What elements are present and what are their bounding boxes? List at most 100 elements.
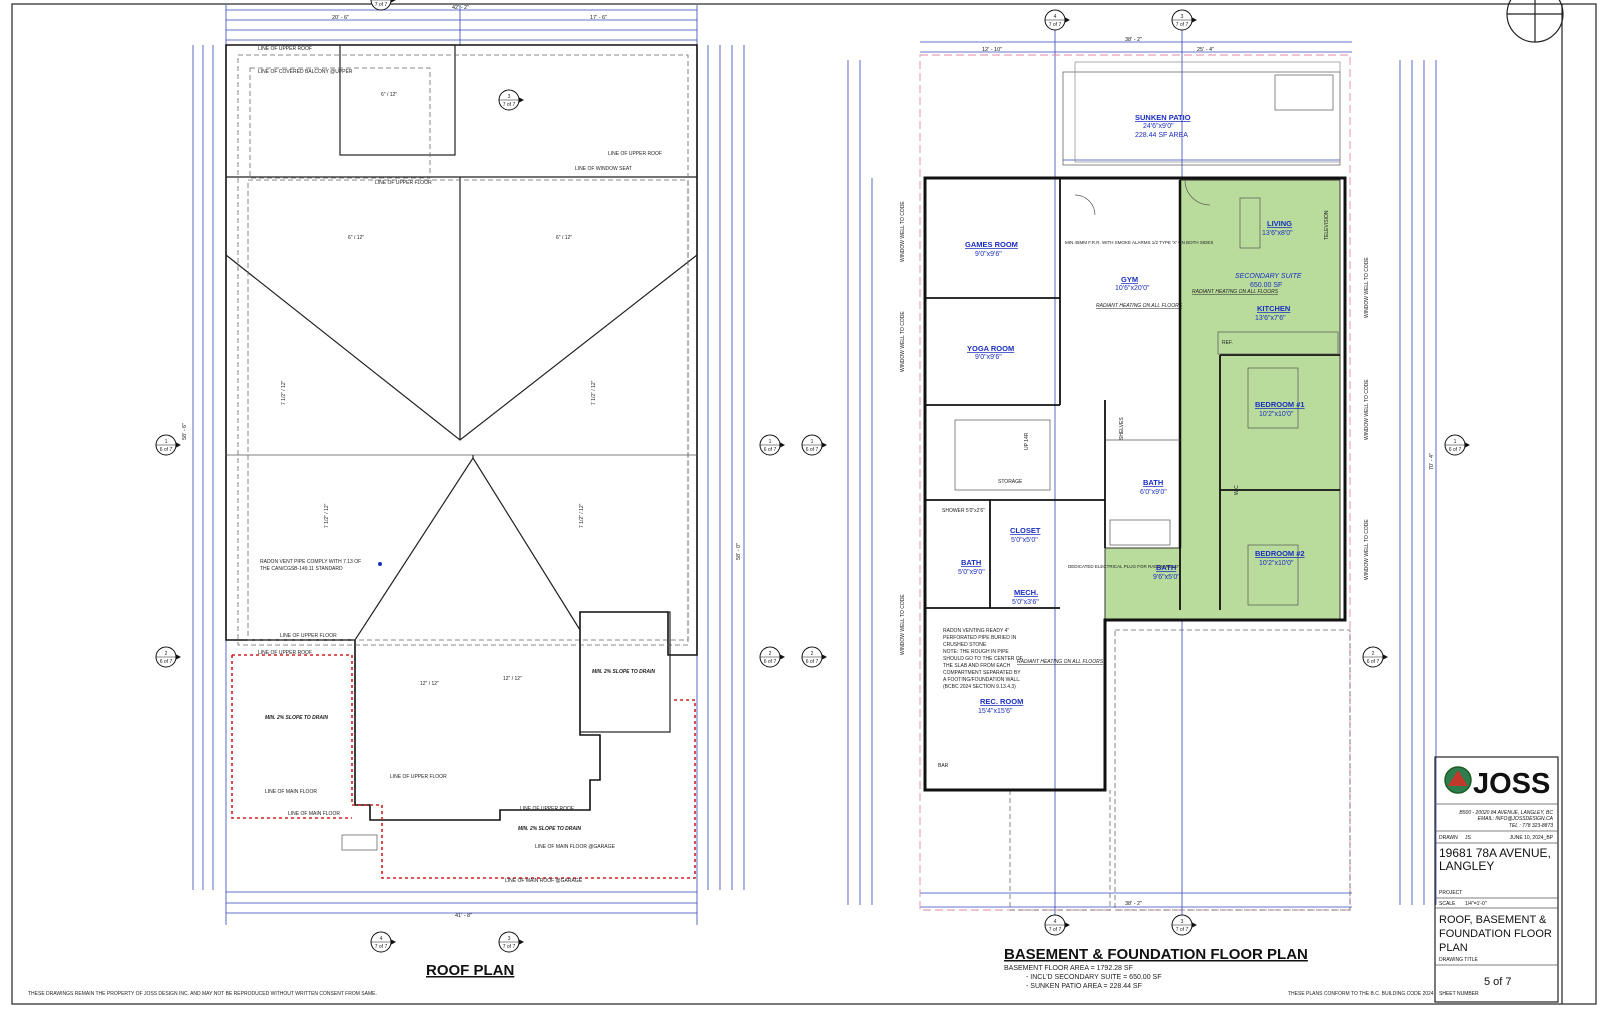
room-size: 24'6"x9'0" [1143, 123, 1174, 130]
smoke-alarm-note: MIN 45MM F.R.R. WITH SMOKE ALARMS 1/2 TY… [1065, 240, 1213, 245]
room-name: YOGA ROOM [967, 344, 1014, 353]
dim-overall-bottom: 38' - 2" [1125, 901, 1142, 907]
room-name: MECH. [1014, 588, 1038, 597]
section-marker: 16 of 7 [155, 434, 181, 456]
section-marker: 3 7 of 7 [498, 931, 524, 953]
joss-logo-icon [1444, 766, 1472, 794]
dim-height-left: 58' - 6" [182, 423, 188, 440]
suite-area: 650.00 SF [1250, 282, 1282, 289]
area-line: - SUNKEN PATIO AREA = 228.44 SF [1026, 983, 1142, 990]
hip-lines-lower [354, 456, 581, 641]
section-marker: 47 of 7 [1044, 9, 1070, 31]
note-line: THE SLAB AND FROM EACH [943, 663, 1011, 669]
room-size: 5'0"x5'0" [1011, 537, 1038, 544]
sheet-number-label: SHEET NUMBER [1439, 991, 1479, 997]
section-marker: 26 of 7 [759, 646, 785, 668]
room-size: 9'0"x9'6" [975, 251, 1002, 258]
marker-sheet: 7 of 7 [1049, 927, 1062, 933]
sheet-border [11, 3, 1597, 1005]
section-marker: 37 of 7 [1171, 9, 1197, 31]
dim-top-right: 25' - 4" [1197, 47, 1214, 53]
dim-top-left: 12' - 10" [982, 47, 1002, 53]
scale-value: 1/4"=1'-0" [1465, 901, 1487, 907]
marker-number: 1 [1454, 439, 1457, 445]
roof-slope: 7 1/2" / 12" [591, 380, 597, 405]
north-arrow-icon [1506, 0, 1564, 43]
label-upper-roof: LINE OF UPPER ROOF [520, 806, 574, 812]
drawn-label: DRAWN [1439, 835, 1458, 841]
marker-sheet: 6 of 7 [1449, 447, 1462, 453]
roof-slope: 12" / 12" [420, 681, 439, 687]
section-marker: 47 of 7 [370, 0, 396, 11]
room-size: 5'0"x9'0" [958, 569, 985, 576]
basement-plan-title: BASEMENT & FOUNDATION FLOOR PLAN [1004, 946, 1308, 963]
marker-sheet: 7 of 7 [375, 2, 388, 8]
marker-sheet: 7 of 7 [1176, 927, 1189, 933]
label-covered-balcony: LINE OF COVERED BALCONY @UPPER [258, 69, 353, 75]
sunken-patio-area [1062, 71, 1341, 166]
room-size: 5'0"x3'6" [1012, 599, 1039, 606]
main-floor-line [232, 654, 696, 879]
dim-overall-width: 42' - 2" [452, 5, 469, 11]
room-size: 10'2"x10'0" [1259, 560, 1294, 567]
dim-overall-top: 38' - 2" [1125, 37, 1142, 43]
marker-number: 3 [1181, 919, 1184, 925]
electrical-note: DEDICATED ELECTRICAL PLUG FOR RADON READ… [1068, 564, 1181, 569]
room-size: 9'6"x5'0" [1153, 574, 1180, 581]
drawing-title-3: PLAN [1439, 942, 1468, 954]
drawing-title-2: FOUNDATION FLOOR [1439, 928, 1552, 940]
drawn-by: JS [1465, 835, 1472, 841]
label-main-roof-garage: LINE OF MAIN ROOF @GARAGE [505, 878, 583, 884]
logo-text: JOSS [1473, 768, 1550, 800]
room-area: 228.44 SF AREA [1135, 132, 1188, 139]
room-name: GYM [1121, 275, 1138, 284]
television-label: TELEVISION [1324, 210, 1330, 240]
roof-slope: 7 1/2" / 12" [281, 380, 287, 405]
room-name: GAMES ROOM [965, 240, 1018, 249]
window-well-label: WINDOW WELL TO CODE [900, 594, 906, 655]
window-well-label: WINDOW WELL TO CODE [900, 311, 906, 372]
roof-plan: 42' - 2" 20' - 6" 17' - 6" 41' - 8" 58' … [182, 5, 745, 979]
section-marker: 37 of 7 [498, 89, 524, 111]
marker-number: 3 [508, 936, 511, 942]
window-well-label: WINDOW WELL TO CODE [1364, 257, 1370, 318]
roof-slope: 7 1/2" / 12" [324, 503, 330, 528]
note-line: CRUSHED STONE [943, 642, 987, 648]
basement-dimension-lines [847, 30, 1437, 915]
stair-up-label: UP 14R [1024, 432, 1030, 450]
label-upper-roof: LINE OF UPPER ROOF [608, 151, 662, 157]
marker-sheet: 7 of 7 [503, 944, 516, 950]
basement-walls [923, 176, 1347, 792]
marker-number: 2 [165, 651, 168, 657]
label-upper-roof: LINE OF UPPER ROOF [258, 650, 312, 656]
drawing-title-label: DRAWING TITLE [1439, 957, 1479, 963]
room-labels: SUNKEN PATIO 24'6"x9'0" 228.44 SF AREA G… [958, 113, 1305, 715]
radon-vent-note: RADON VENT PIPE COMPLY WITH 7.13 OF [260, 559, 361, 565]
suite-name: SECONDARY SUITE [1235, 273, 1302, 280]
marker-number: 1 [165, 439, 168, 445]
area-line: BASEMENT FLOOR AREA = 1792.28 SF [1004, 965, 1133, 972]
room-size: 9'0"x9'6" [975, 354, 1002, 361]
label-main-floor-garage: LINE OF MAIN FLOOR @GARAGE [535, 844, 615, 850]
note-line: COMPARTMENT SEPARATED BY [943, 670, 1021, 676]
roof-slope: 6" / 12" [348, 235, 364, 241]
room-name: KITCHEN [1257, 304, 1290, 313]
roof-slope: 7 1/2" / 12" [579, 503, 585, 528]
window-well-label: WINDOW WELL TO CODE [1364, 519, 1370, 580]
radiant-heating-note: RADIANT HEATING ON ALL FLOORS [1096, 303, 1183, 309]
room-name: LIVING [1267, 219, 1292, 228]
roof-slope: 6" / 12" [381, 92, 397, 98]
project-address-1: 19681 78A AVENUE, [1439, 846, 1551, 860]
section-marker: 26 of 7 [1362, 646, 1388, 668]
scale-label: SCALE [1439, 901, 1456, 907]
label-main-floor: LINE OF MAIN FLOOR [265, 789, 317, 795]
roof-slope: 12" / 12" [503, 676, 522, 682]
drawing-title-1: ROOF, BASEMENT & [1439, 914, 1547, 926]
note-line: PERFORATED PIPE BURIED IN [943, 635, 1017, 641]
note-line: NOTE: THE ROUGH IN PIPE [943, 649, 1009, 655]
bar-label: BAR [938, 763, 949, 769]
secondary-suite-area [1104, 179, 1341, 621]
dim-top-left: 20' - 6" [332, 15, 349, 21]
dim-top-right: 17' - 6" [590, 15, 607, 21]
marker-number: 3 [1181, 14, 1184, 20]
